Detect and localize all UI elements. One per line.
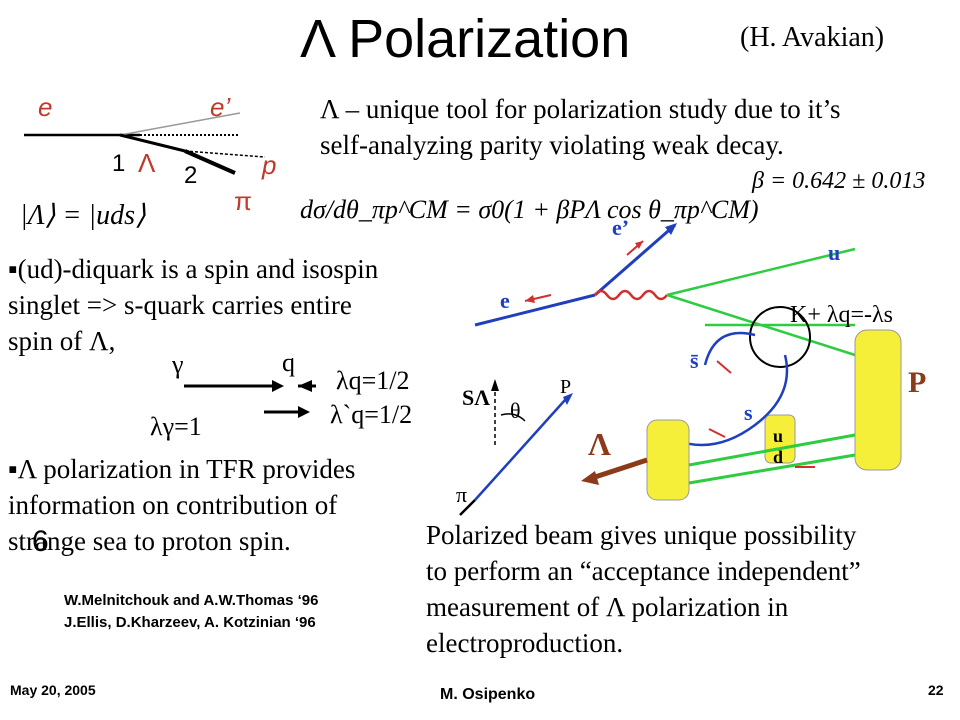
feynman-label-p: p bbox=[262, 150, 277, 180]
author-credit: (H. Avakian) bbox=[740, 22, 885, 53]
reference-2: J.Ellis, D.Kharzeev, A. Kotzinian ‘96 bbox=[64, 614, 316, 631]
conclusion-line-4: electroproduction. bbox=[426, 628, 624, 658]
footer-date: May 20, 2005 bbox=[10, 682, 96, 698]
diagram-label-proton: P bbox=[908, 366, 927, 399]
diagram-label-theta: θ bbox=[510, 398, 521, 423]
helicity-gamma: γ bbox=[172, 350, 184, 379]
diagram-label-e: e bbox=[500, 288, 510, 313]
helicity-lambda-qbar: λ`q=1/2 bbox=[330, 400, 413, 429]
bullet1-line-2: singlet => s-quark carries entire bbox=[8, 290, 352, 320]
diagram-label-s-lambda: SΛ bbox=[462, 385, 491, 410]
diagram-label-p: P bbox=[560, 376, 572, 398]
feynman-label-lambda: Λ bbox=[138, 148, 156, 178]
bullet2-line-3: strange sea to proton spin. bbox=[8, 526, 291, 556]
feynman-label-1: 1 bbox=[112, 150, 126, 177]
intro-line-1: Λ – unique tool for polarization study d… bbox=[320, 94, 841, 124]
helicity-q: q bbox=[282, 348, 295, 377]
electroproduction-diagram bbox=[459, 223, 902, 516]
conclusion-line-1: Polarized beam gives unique possibility bbox=[426, 520, 857, 550]
diagram-label-s: s bbox=[744, 400, 753, 425]
intro-line-2: self-analyzing parity violating weak dec… bbox=[320, 130, 784, 160]
helicity-arrows bbox=[184, 380, 316, 418]
footer-presenter: M. Osipenko bbox=[440, 686, 536, 703]
diagram-label-pi: π bbox=[456, 482, 468, 507]
helicity-lambda-gamma: λγ=1 bbox=[150, 412, 202, 441]
slide-title: Λ Polarization bbox=[300, 9, 631, 69]
feynman-label-2: 2 bbox=[184, 162, 198, 189]
feynman-label-e: e bbox=[38, 92, 53, 122]
lambda-decay-diagram bbox=[24, 112, 266, 175]
diagram-label-lambda: Λ bbox=[588, 426, 611, 462]
bullet1-line-3: spin of Λ, bbox=[8, 326, 116, 356]
diagram-label-k-plus: K+ λq=-λs bbox=[790, 302, 894, 328]
footer-page-number: 22 bbox=[928, 682, 944, 698]
feynman-label-e-prime: e’ bbox=[210, 92, 231, 122]
lambda-state-equation: |Λ⟩ = |uds⟩ bbox=[20, 200, 146, 231]
helicity-lambda-q: λq=1/2 bbox=[336, 366, 410, 395]
diagram-label-u: u bbox=[828, 240, 841, 265]
bullet1-line-1: ▪(ud)-diquark is a spin and isospin bbox=[8, 254, 379, 284]
conclusion-line-3: measurement of Λ polarization in bbox=[426, 592, 789, 622]
beta-equation: β = 0.642 ± 0.013 bbox=[752, 168, 926, 194]
stray-number: 6 bbox=[32, 525, 49, 558]
conclusion-line-2: to perform an “acceptance independent” bbox=[426, 556, 861, 586]
feynman-label-pi: π bbox=[234, 186, 252, 216]
reference-1: W.Melnitchouk and A.W.Thomas ‘96 bbox=[64, 592, 319, 609]
diagram-label-s-bar: s̄ bbox=[690, 348, 699, 373]
bullet2-line-2: information on contribution of bbox=[8, 490, 338, 520]
diagram-label-ud: u d bbox=[772, 426, 783, 467]
bullet2-line-1: ▪Λ polarization in TFR provides bbox=[8, 454, 356, 484]
cross-section-equation: dσ/dθ_πp^CM = σ0(1 + βPΛ cos θ_πp^CM) bbox=[300, 195, 759, 224]
diagram-label-e-prime: e’ bbox=[612, 215, 630, 240]
